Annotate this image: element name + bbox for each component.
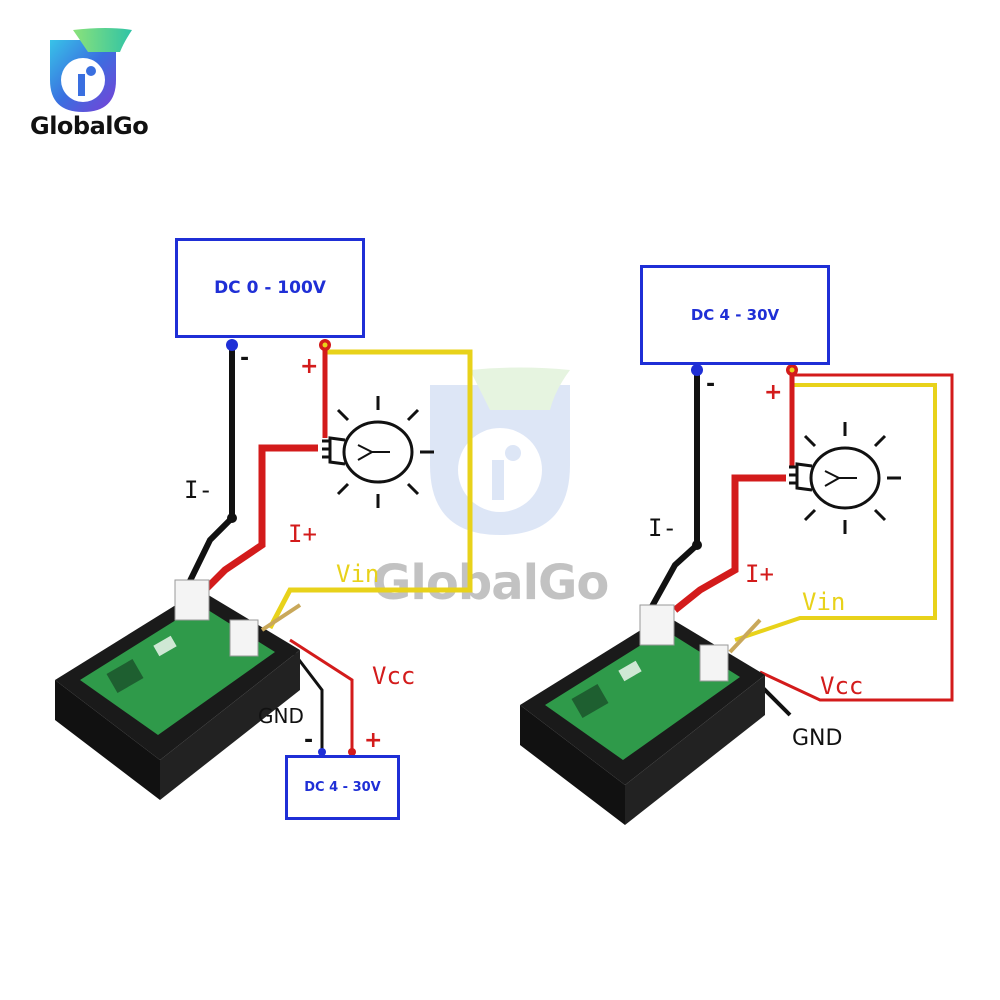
left-vin-label: Vin <box>336 560 380 588</box>
left-main-neg-sign: - <box>240 346 250 371</box>
right-bulb-icon <box>789 422 901 534</box>
right-i-minus-label: I- <box>648 514 677 542</box>
left-vcc-wire <box>289 638 354 752</box>
right-iplus-wire <box>672 474 786 613</box>
right-main-neg-sign: - <box>706 372 716 397</box>
right-meter-module <box>520 604 765 825</box>
right-vin-label: Vin <box>802 588 846 616</box>
left-gnd-label: GND <box>258 704 304 728</box>
right-gnd-label: GND <box>792 726 843 751</box>
right-vcc-label: Vcc <box>820 672 864 700</box>
left-aux-source-box: DC 4 - 30V <box>285 755 400 820</box>
right-main-source-box: DC 4 - 30V <box>640 265 830 365</box>
globalgo-logo-icon <box>50 28 132 112</box>
right-iminus-wire <box>647 372 700 612</box>
left-vcc-label: Vcc <box>372 662 416 690</box>
right-vin-wire <box>734 383 937 642</box>
right-main-pos-sign: + <box>764 380 783 405</box>
left-aux-neg-sign: - <box>304 728 314 753</box>
left-iminus-wire <box>185 348 235 587</box>
left-main-source-box: DC 0 - 100V <box>175 238 365 338</box>
watermark-logo-icon <box>430 367 570 535</box>
left-vin-wire <box>267 349 473 630</box>
left-meter-module <box>55 579 302 800</box>
watermark-text: GlobalGo <box>372 555 609 611</box>
left-gnd-wire <box>288 647 324 752</box>
left-bulb-icon <box>322 396 434 508</box>
left-aux-pos-sign: + <box>364 728 383 753</box>
right-i-plus-label: I+ <box>745 560 774 588</box>
right-vcc-wire <box>759 373 954 702</box>
left-main-pos-sign: + <box>300 354 319 379</box>
left-i-plus-label: I+ <box>288 520 317 548</box>
left-iplus-wire <box>202 444 318 593</box>
brand-name: GlobalGo <box>30 112 149 140</box>
left-i-minus-label: I- <box>184 476 213 504</box>
